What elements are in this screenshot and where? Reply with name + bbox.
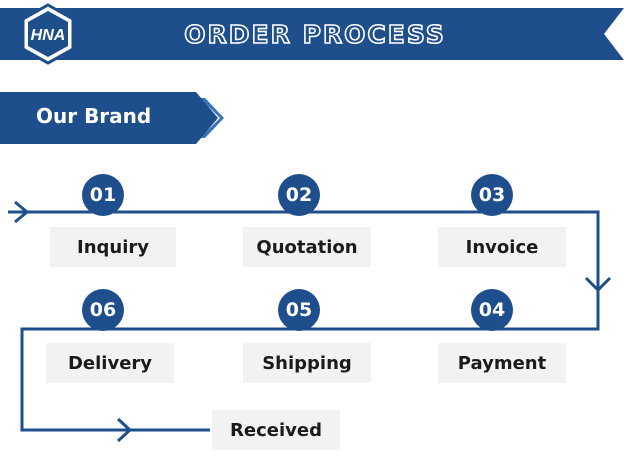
- brand-logo: HNA: [16, 2, 80, 66]
- header-banner: [0, 8, 624, 60]
- step-label-payment: Payment: [438, 343, 566, 383]
- step-label-received: Received: [212, 410, 340, 450]
- brand-label: Our Brand: [36, 104, 152, 128]
- step-number-01: 01: [82, 174, 124, 216]
- brand-tab: [0, 92, 224, 146]
- step-label-shipping: Shipping: [243, 343, 371, 383]
- step-number-05: 05: [278, 289, 320, 331]
- step-number-03: 03: [471, 174, 513, 216]
- banner-ribbon: [0, 8, 624, 60]
- step-label-inquiry: Inquiry: [50, 227, 176, 267]
- step-number-06: 06: [82, 289, 124, 331]
- step-label-invoice: Invoice: [438, 227, 566, 267]
- step-label-delivery: Delivery: [46, 343, 174, 383]
- step-label-quotation: Quotation: [243, 227, 371, 267]
- step-number-04: 04: [471, 289, 513, 331]
- logo-text: HNA: [31, 27, 66, 44]
- step-number-02: 02: [278, 174, 320, 216]
- page-title: ORDER PROCESS: [183, 19, 446, 50]
